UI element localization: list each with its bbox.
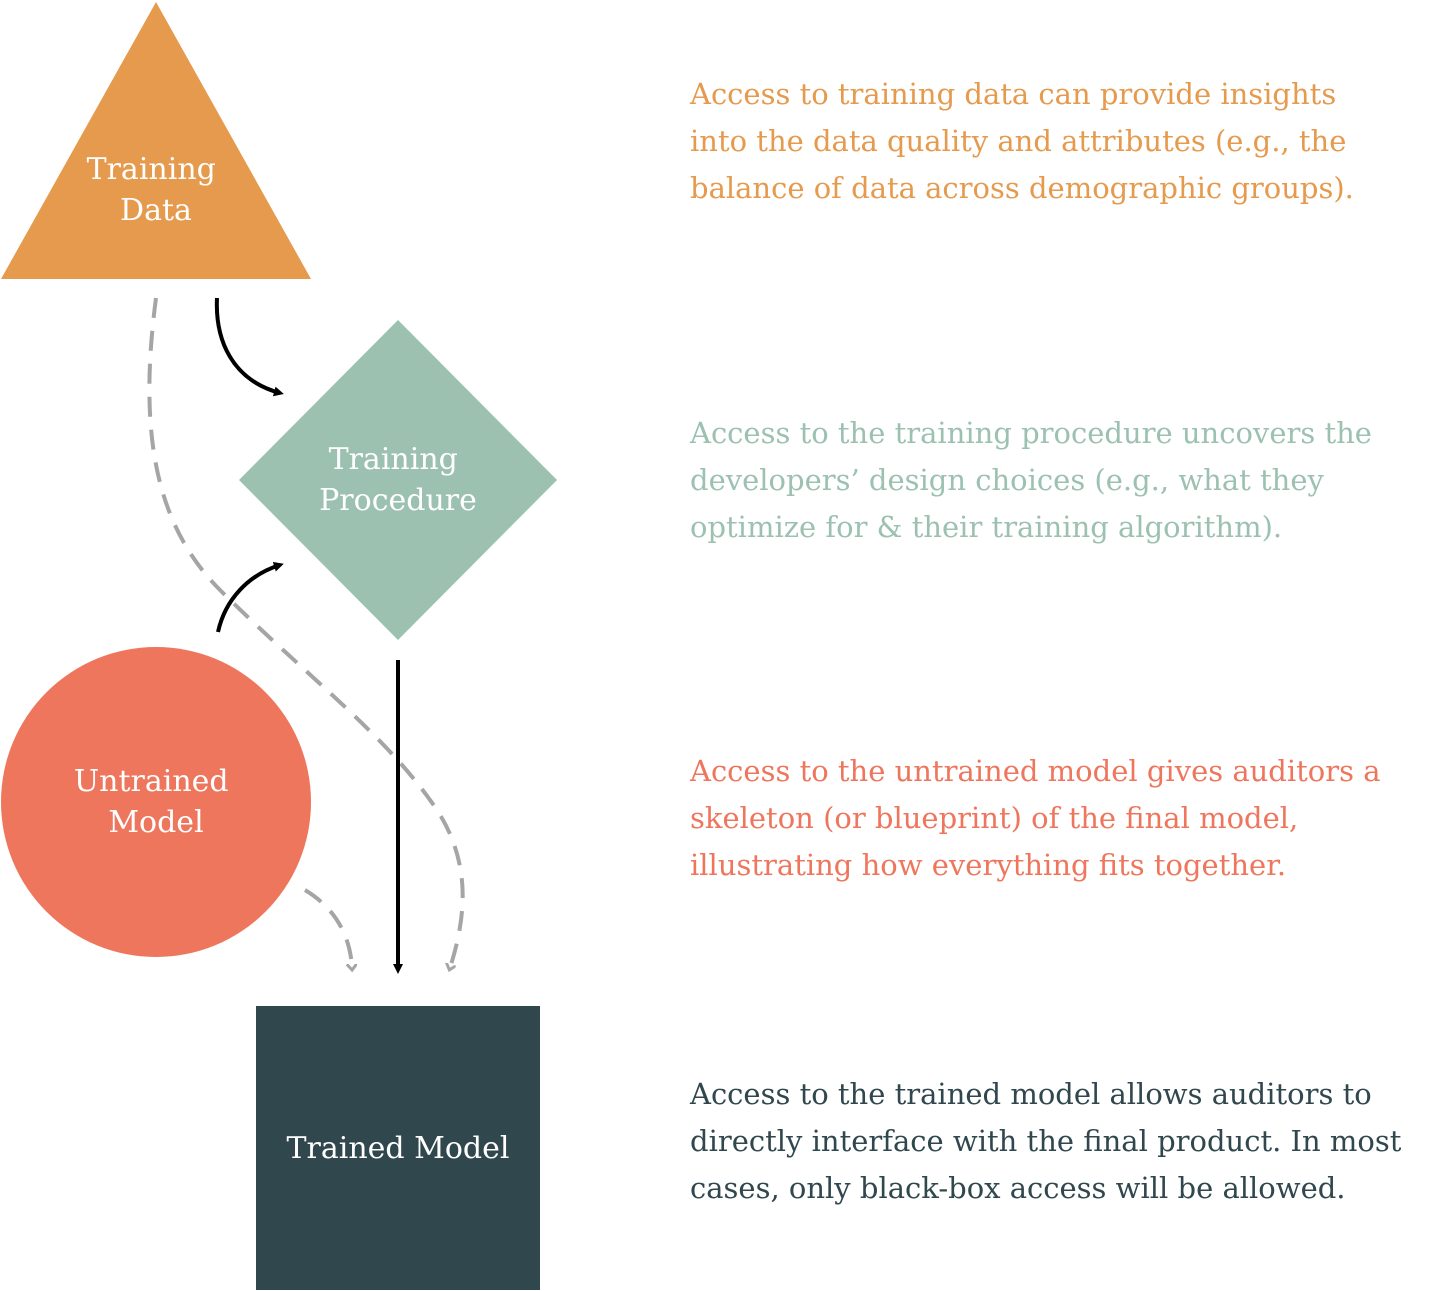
description-line: Access to the untrained model gives audi… [690,754,1381,788]
edge-untrained-model-to-training-procedure [216,562,284,633]
description-line: illustrating how everything fits togethe… [690,848,1287,882]
description-line: Access to the training procedure uncover… [690,416,1372,450]
training-procedure-label: Training Procedure [319,442,477,518]
trained-model-square [256,1006,540,1290]
edge-untrained-model-to-trained-model [303,888,352,968]
description-line: balance of data across demographic group… [690,171,1354,205]
description-line: directly interface with the final produc… [690,1124,1402,1158]
description-line: into the data quality and attributes (e.… [690,124,1347,158]
training-procedure-label-line: Procedure [319,483,477,518]
description-line: developers’ design choices (e.g., what t… [690,463,1324,497]
trained-model-description: Access to the trained model allows audit… [690,1071,1440,1212]
training-procedure-diamond [239,320,557,640]
edge-training-data-to-trained-model [147,297,465,968]
training-data-description: Access to training data can provide insi… [690,71,1440,212]
untrained-model-circle [1,647,311,957]
training-procedure-description: Access to the training procedure uncover… [690,410,1440,551]
description-line: optimize for & their training algorithm)… [690,510,1283,544]
training-data-label: Training Data [87,152,226,228]
untrained-model-label-line: Untrained [74,764,229,799]
description-line: skeleton (or blueprint) of the final mod… [690,801,1299,835]
training-procedure-label-line: Training [329,442,458,477]
untrained-model-label-line: Model [108,805,203,840]
untrained-model-label: Untrained Model [74,764,238,840]
training-data-label-line: Training [87,152,216,187]
trained-model-label: Trained Model [287,1131,510,1166]
trained-model-label-line: Trained Model [287,1131,510,1166]
untrained-model-description: Access to the untrained model gives audi… [690,748,1440,889]
description-line: Access to the trained model allows audit… [690,1077,1372,1111]
description-line: Access to training data can provide insi… [690,77,1337,111]
training-data-triangle [1,2,311,279]
edge-training-data-to-training-procedure [214,297,284,397]
training-data-label-line: Data [120,193,192,228]
description-line: cases, only black-box access will be all… [690,1171,1346,1205]
